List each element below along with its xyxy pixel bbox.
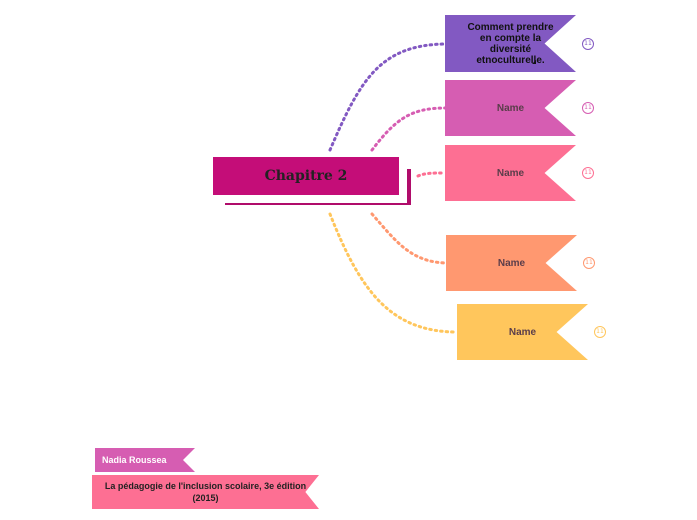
connector-branch-5	[328, 212, 459, 334]
connector-branch-2	[370, 106, 447, 152]
resize-corner-icon[interactable]	[532, 60, 536, 64]
branch-topic-5-label: Name	[508, 326, 537, 338]
reference-banner[interactable]: La pédagogie de l'inclusion scolaire, 3e…	[92, 475, 319, 509]
subtopic-count-badge[interactable]: 11	[583, 257, 595, 269]
subtopic-count-badge[interactable]: 11	[582, 38, 594, 50]
branch-topic-5[interactable]: Name	[457, 304, 588, 360]
subtopic-count-badge[interactable]: 11	[582, 102, 594, 114]
author-banner[interactable]: Nadia Roussea	[95, 448, 195, 472]
author-label: Nadia Roussea	[102, 455, 167, 465]
branch-topic-2-label: Name	[496, 102, 525, 114]
reference-label: La pédagogie de l'inclusion scolaire, 3e…	[104, 481, 307, 503]
connector-branch-1	[328, 42, 447, 152]
branch-topic-4-label: Name	[497, 257, 526, 269]
central-topic-box[interactable]: Chapitre 2	[213, 157, 399, 195]
connector-branch-4	[370, 212, 448, 265]
subtopic-count-badge[interactable]: 11	[594, 326, 606, 338]
central-topic[interactable]: Chapitre 2	[213, 157, 411, 207]
central-topic-label: Chapitre 2	[264, 168, 348, 184]
subtopic-count-badge[interactable]: 11	[582, 167, 594, 179]
branch-topic-1-label: Comment prendre en compte la diversité e…	[467, 21, 554, 66]
branch-topic-3-label: Name	[496, 167, 525, 179]
connector-branch-3	[416, 171, 447, 178]
